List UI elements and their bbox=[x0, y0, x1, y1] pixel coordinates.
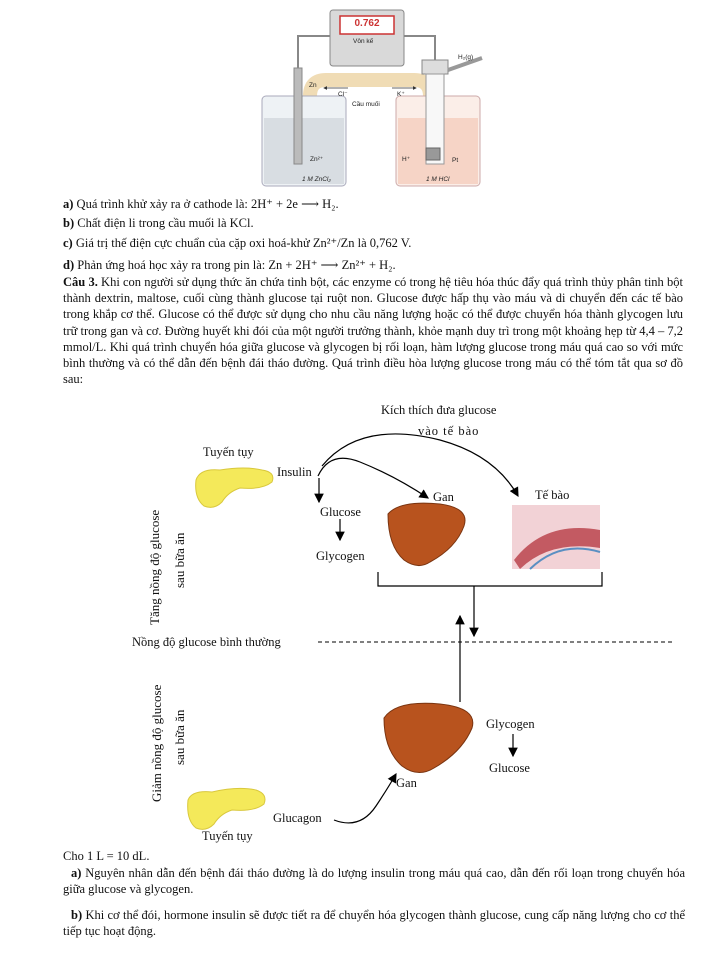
decrease-label-line1: Giảm nồng độ glucose bbox=[149, 684, 164, 802]
question-3-paragraph: Câu 3. Khi con người sử dụng thức ăn chứ… bbox=[63, 275, 683, 387]
increase-label-line1: Tăng nồng độ glucose bbox=[147, 509, 162, 625]
voltmeter-label: Vôn kế bbox=[353, 38, 374, 45]
normal-level-label: Nồng độ glucose bình thường bbox=[132, 635, 281, 649]
right-solution-label: 1 M HCl bbox=[426, 176, 450, 183]
glycogen-bottom-label: Glycogen bbox=[486, 717, 535, 731]
glucose-bottom-label: Glucose bbox=[489, 761, 530, 775]
glucagon-label: Glucagon bbox=[273, 811, 322, 825]
statement-3a: a) Nguyên nhân dẫn đến bệnh đái tháo đườ… bbox=[63, 866, 685, 897]
stimulate-label-line1: Kích thích đưa glucose bbox=[381, 403, 497, 417]
h2-label: H₂(g) bbox=[458, 54, 474, 61]
pancreas-bottom-label: Tuyến tụy bbox=[202, 829, 253, 843]
h-ion-label: H⁺ bbox=[402, 156, 411, 163]
pancreas-top-label: Tuyến tụy bbox=[203, 445, 254, 459]
liver-bottom-label: Gan bbox=[396, 776, 417, 790]
insulin-label: Insulin bbox=[277, 465, 312, 479]
k-label: K⁺ bbox=[397, 91, 405, 98]
decrease-label-line2: sau bữa ăn bbox=[172, 709, 187, 765]
glucose-regulation-diagram bbox=[187, 433, 672, 830]
increase-label-line2: sau bữa ăn bbox=[172, 532, 187, 588]
salt-bridge-label: Cầu muối bbox=[352, 101, 380, 108]
statement-b: b) Chất điện li trong cầu muối là KCl. bbox=[63, 216, 254, 230]
statement-c: c) Giá trị thế điện cực chuẩn của cặp ox… bbox=[63, 236, 412, 250]
stimulate-label-line2: vào tế bào bbox=[418, 424, 480, 438]
zn-ion-label: Zn²⁺ bbox=[310, 156, 324, 163]
voltmeter-reading: 0.762 bbox=[354, 18, 380, 29]
pt-label: Pt bbox=[452, 157, 459, 164]
cl-label: Cl⁻ bbox=[338, 91, 348, 98]
zn-label: Zn bbox=[309, 82, 317, 89]
question-3-title: Câu 3. bbox=[63, 275, 98, 289]
glucose-top-label: Glucose bbox=[320, 505, 361, 519]
statement-a: a) Quá trình khử xảy ra ở cathode là: 2H… bbox=[63, 197, 339, 211]
cell-label: Tế bào bbox=[535, 488, 570, 502]
conversion-note: Cho 1 L = 10 dL. bbox=[63, 849, 150, 863]
statement-d: d) Phản ứng hoá học xảy ra trong pin là:… bbox=[63, 258, 396, 272]
statement-3b: b) Khi cơ thể đói, hormone insulin sẽ đư… bbox=[63, 908, 685, 939]
left-solution-label: 1 M ZnCl₂ bbox=[302, 176, 331, 183]
liver-top-label: Gan bbox=[433, 490, 454, 504]
galvanic-cell-figure bbox=[261, 9, 483, 187]
glycogen-top-label: Glycogen bbox=[316, 549, 365, 563]
